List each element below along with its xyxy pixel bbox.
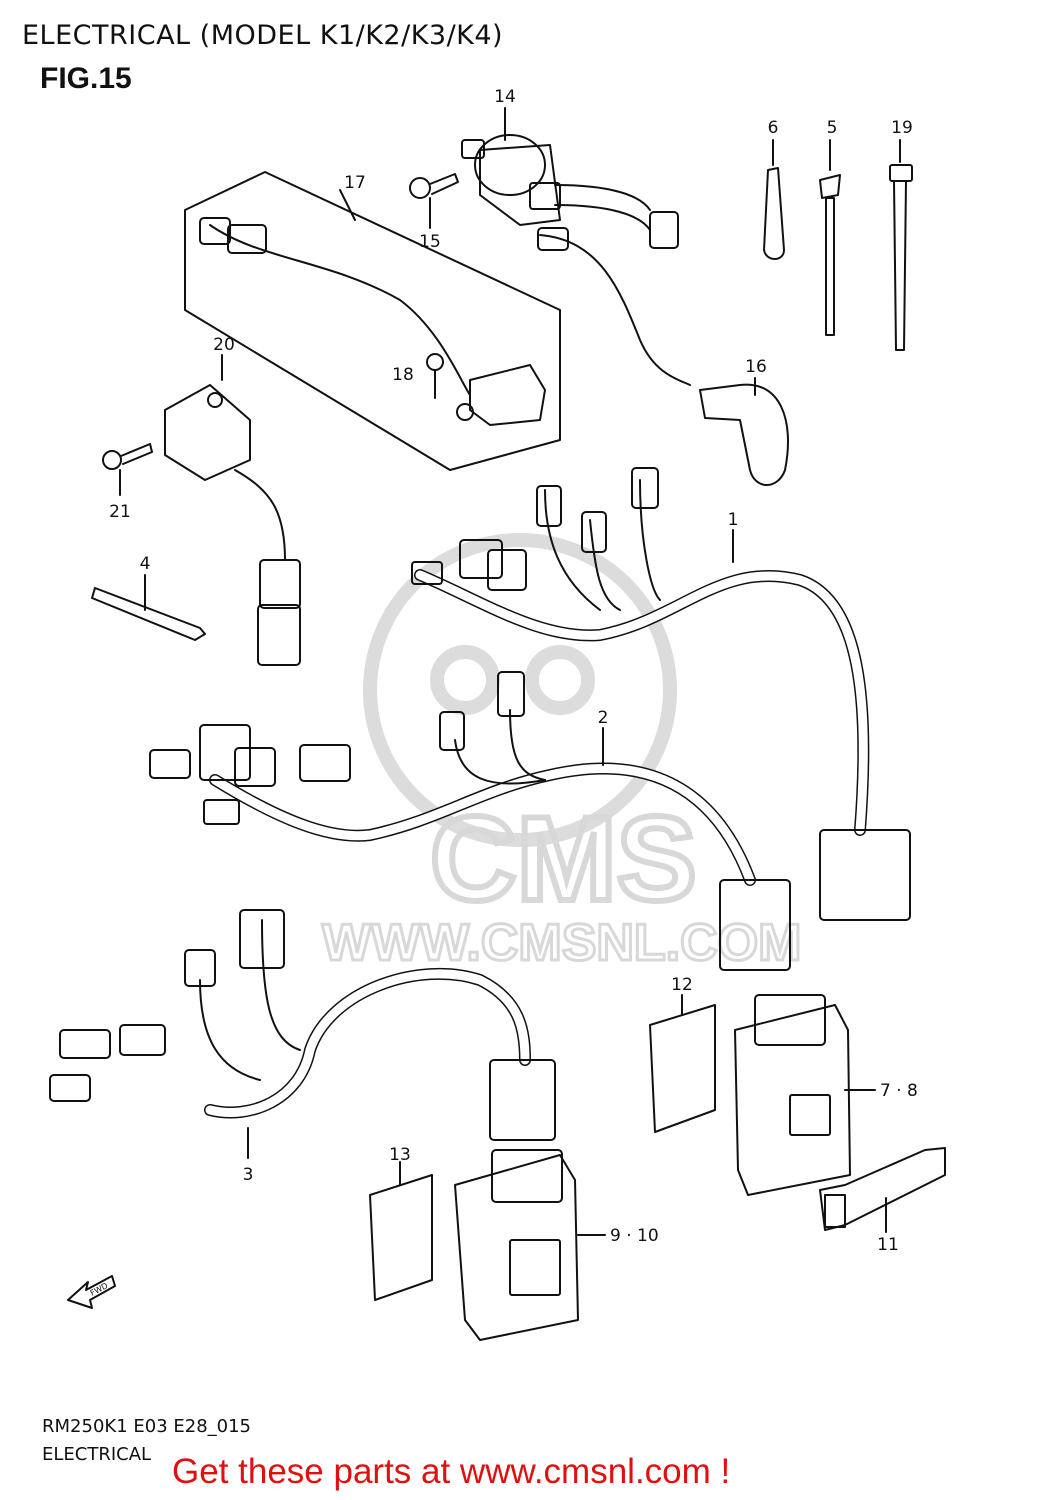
part-14-ignition-coil: [461, 107, 691, 386]
watermark-brand: CMS: [430, 792, 697, 926]
part-19-cable-tie-icon: [889, 139, 913, 351]
callout-19: 19: [891, 118, 913, 138]
part-18-screw-icon: [426, 353, 444, 399]
callout-12: 12: [671, 975, 693, 995]
part-16-plug-cap-icon: [699, 377, 789, 486]
diagram-code: RM250K1 E03 E28_015: [42, 1416, 252, 1437]
callout-20: 20: [213, 335, 235, 355]
callout-15: 15: [419, 232, 441, 252]
part-13-label-sheet: [369, 1161, 433, 1301]
figure-number: FIG.15: [40, 62, 132, 95]
part-7-8-ignitor-unit: [734, 994, 876, 1196]
part-4-strap-icon: [91, 574, 206, 641]
page-title: ELECTRICAL (MODEL K1/K2/K3/K4): [22, 20, 504, 51]
part-20-regulator: [164, 354, 301, 666]
watermark-mascot-icon: [363, 533, 677, 847]
callout-16: 16: [745, 357, 767, 377]
callout-4: 4: [140, 554, 151, 574]
fwd-arrow-icon: [67, 1275, 116, 1309]
part-2-wiring-harness: [149, 671, 791, 971]
part-21-bolt-icon: [102, 443, 153, 496]
section-name: ELECTRICAL: [42, 1444, 152, 1465]
part-6-clamp-icon: [763, 139, 785, 260]
callout-2: 2: [598, 708, 609, 728]
callout-9-10: 9 · 10: [610, 1226, 659, 1246]
callout-3: 3: [243, 1165, 254, 1185]
callout-11: 11: [877, 1235, 899, 1255]
callout-17: 17: [344, 173, 366, 193]
callout-13: 13: [389, 1145, 411, 1165]
callout-5: 5: [827, 118, 838, 138]
callout-7-8: 7 · 8: [880, 1081, 918, 1101]
callout-1: 1: [728, 510, 739, 530]
callout-18: 18: [392, 365, 414, 385]
part-11-strap: [819, 1147, 946, 1233]
part-1-wiring-harness: [411, 467, 911, 921]
promo-link[interactable]: Get these parts at www.cmsnl.com !: [172, 1452, 731, 1491]
part-12-label-sheet: [649, 994, 716, 1133]
watermark-url: WWW.CMSNL.COM: [322, 914, 801, 972]
callout-21: 21: [109, 502, 131, 522]
callout-6: 6: [768, 118, 779, 138]
part-9-10-ignitor-unit: [454, 1149, 606, 1341]
callout-14: 14: [494, 87, 516, 107]
part-5-cable-tie-icon: [819, 139, 841, 336]
part-15-bolt-icon: [409, 173, 459, 229]
part-3-wiring-harness: [49, 909, 556, 1159]
part-17-cdi-assembly: [184, 171, 561, 471]
